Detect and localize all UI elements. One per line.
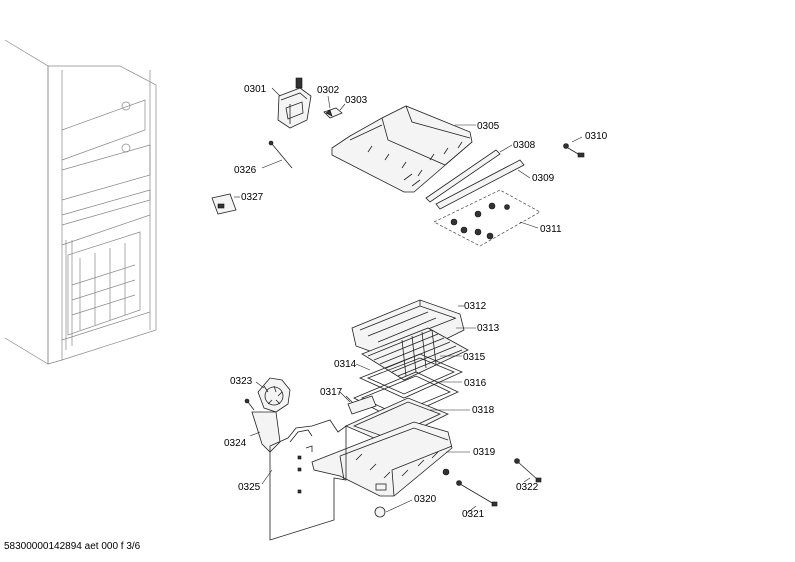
label-0323: 0323 bbox=[230, 376, 253, 387]
label-0325: 0325 bbox=[238, 482, 261, 493]
part-0321-heater-wire bbox=[456, 480, 498, 515]
part-0301-damper-unit bbox=[271, 77, 312, 129]
leader-0314 bbox=[355, 363, 371, 371]
part-0315-frame bbox=[358, 353, 463, 399]
label-0303: 0303 bbox=[345, 95, 368, 106]
part-0326-cable bbox=[261, 140, 293, 169]
label-0305: 0305 bbox=[477, 121, 500, 132]
label-0311: 0311 bbox=[540, 224, 562, 235]
part-0327-holder bbox=[211, 193, 240, 215]
label-0308: 0308 bbox=[513, 140, 536, 151]
part-0305-evaporator-cover bbox=[331, 105, 476, 193]
part-0325-back-panel bbox=[261, 419, 347, 541]
label-0302: 0302 bbox=[317, 85, 340, 96]
label-0327: 0327 bbox=[241, 192, 264, 203]
label-0309: 0309 bbox=[532, 173, 555, 184]
label-0319: 0319 bbox=[473, 447, 496, 458]
label-0301: 0301 bbox=[244, 84, 267, 95]
fridge-cabinet-outline bbox=[4, 39, 157, 365]
leader-0303 bbox=[339, 103, 346, 111]
part-0317-sensor-wire bbox=[339, 391, 377, 415]
part-0311-screw-set bbox=[433, 189, 541, 247]
label-0315: 0315 bbox=[463, 352, 486, 363]
part-0310-sensor bbox=[563, 136, 585, 158]
label-0314: 0314 bbox=[334, 359, 357, 370]
part-0319-drain-housing bbox=[311, 421, 470, 497]
part-0322-sensor bbox=[514, 458, 542, 483]
part-0323-fan bbox=[255, 377, 291, 413]
label-0313: 0313 bbox=[477, 323, 500, 334]
part-0320-plug bbox=[374, 468, 450, 518]
part-0302-clip bbox=[323, 95, 343, 119]
part-0309-strip bbox=[435, 159, 531, 210]
document-footer-code: 58300000142894 aet 000 f 3/6 bbox=[4, 541, 141, 552]
label-0318: 0318 bbox=[472, 405, 495, 416]
part-0324-fan-bracket bbox=[244, 398, 281, 453]
label-0316: 0316 bbox=[464, 378, 487, 389]
label-0312: 0312 bbox=[464, 301, 487, 312]
part-0308-strip bbox=[425, 144, 513, 203]
label-0324: 0324 bbox=[224, 438, 247, 449]
label-0322: 0322 bbox=[516, 482, 539, 493]
label-0320: 0320 bbox=[414, 494, 437, 505]
label-0321: 0321 bbox=[462, 509, 485, 520]
label-0317: 0317 bbox=[320, 387, 343, 398]
label-0326: 0326 bbox=[234, 165, 257, 176]
label-0310: 0310 bbox=[585, 131, 608, 142]
